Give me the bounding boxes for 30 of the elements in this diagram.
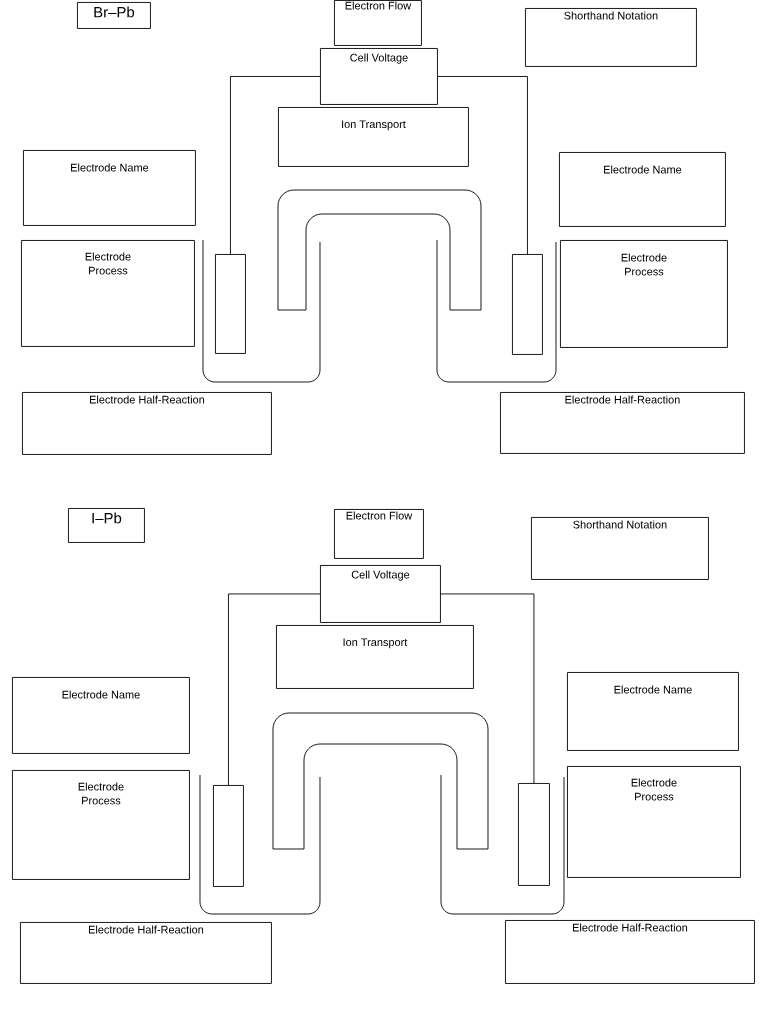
answer-box: Electrode Process [21,240,195,347]
answer-box: Electrode Half-Reaction [505,920,755,984]
title-box: Br–Pb [77,2,151,29]
answer-box: Electrode Name [559,152,726,227]
electrode-strip [213,785,244,887]
voltmeter-box: Cell Voltage [320,48,438,105]
electrode-strip [518,783,550,886]
wire [228,593,321,786]
answer-box: Shorthand Notation [531,517,709,580]
answer-box: Electrode Half-Reaction [20,922,272,984]
answer-box: Electrode Process [560,240,728,348]
answer-box: Electrode Name [23,150,196,226]
answer-box: Electrode Half-Reaction [22,392,272,455]
answer-box: Shorthand Notation [525,8,697,67]
answer-box: Ion Transport [276,625,474,689]
wire [440,593,535,784]
answer-box: Electrode Name [567,672,739,751]
answer-box: Electrode Process [567,766,741,878]
voltmeter-box: Cell Voltage [320,565,441,623]
electrode-strip [512,254,543,355]
wire [437,76,528,255]
answer-box: Electrode Half-Reaction [500,392,745,454]
answer-box: Electrode Name [12,677,190,754]
answer-box: Electron Flow [334,509,424,559]
answer-box: Ion Transport [278,107,469,167]
wire [230,76,321,255]
answer-box: Electron Flow [334,0,422,46]
electrode-strip [215,254,246,354]
answer-box: Electrode Process [12,770,190,880]
title-box: I–Pb [68,508,145,543]
